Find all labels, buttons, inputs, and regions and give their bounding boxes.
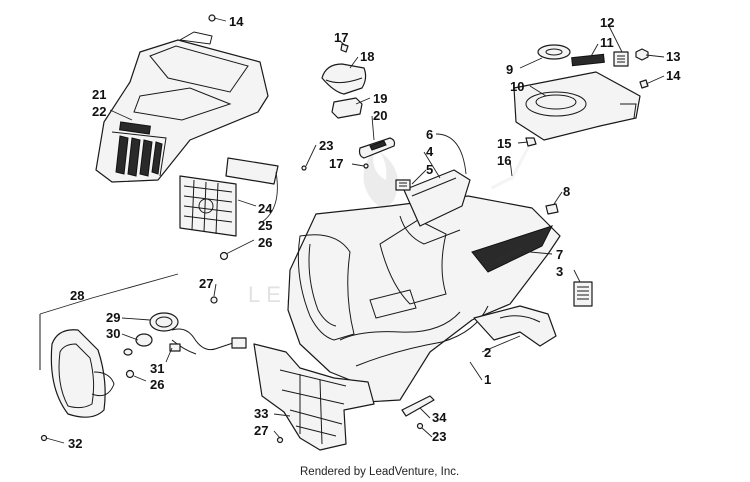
side-fender-part-2[interactable] [473, 305, 557, 347]
callout-22: 22 [92, 104, 106, 119]
callout-2: 2 [484, 345, 491, 360]
callout-23-mid: 23 [319, 138, 333, 153]
callout-6: 6 [426, 127, 433, 142]
callout-14-top: 14 [229, 14, 244, 29]
callouts: 14 17 18 12 11 9 13 14 10 21 22 19 20 6 … [68, 14, 681, 451]
callout-3: 3 [556, 264, 563, 279]
screw-part-23b[interactable] [416, 422, 424, 430]
callout-17-top: 17 [334, 30, 348, 45]
callout-4: 4 [426, 144, 434, 159]
callout-5: 5 [426, 162, 433, 177]
screw-part-17b[interactable] [363, 163, 369, 169]
callout-25: 25 [258, 218, 272, 233]
callout-24: 24 [258, 201, 273, 216]
gasket-ring-part-9[interactable] [537, 44, 571, 60]
screw-part-14b[interactable] [639, 79, 649, 89]
callout-26-mid: 26 [258, 235, 272, 250]
callout-29: 29 [106, 310, 120, 325]
callout-23-low: 23 [432, 429, 446, 444]
bulb-part-30[interactable] [123, 333, 153, 356]
callout-12: 12 [600, 15, 614, 30]
rear-panel-part-10[interactable] [513, 71, 641, 141]
decal-part-3 [573, 281, 593, 307]
screw-part-32[interactable] [40, 434, 48, 442]
switch-panel-part-20[interactable] [358, 137, 396, 159]
leader-lines [39, 17, 665, 444]
callout-10: 10 [510, 79, 524, 94]
screw-part-26a[interactable] [219, 251, 229, 261]
clip-part-8[interactable] [545, 203, 559, 215]
decal-part-5 [395, 179, 411, 191]
callout-27-low: 27 [254, 423, 268, 438]
front-hood-part[interactable] [95, 31, 269, 183]
callout-28: 28 [70, 288, 84, 303]
callout-1: 1 [484, 372, 491, 387]
callout-27-mid: 27 [199, 276, 213, 291]
callout-14-right: 14 [666, 68, 681, 83]
callout-16: 16 [497, 153, 511, 168]
decal-part-12 [613, 51, 629, 67]
callout-11: 11 [600, 35, 614, 50]
callout-20: 20 [373, 108, 387, 123]
callout-26-low: 26 [150, 377, 164, 392]
callout-34: 34 [432, 410, 447, 425]
shield-part-24[interactable] [225, 157, 279, 185]
callout-17-mid: 17 [329, 156, 343, 171]
screw-part-27b[interactable] [276, 436, 284, 444]
callout-7: 7 [556, 247, 563, 262]
callout-15: 15 [497, 136, 511, 151]
front-bumper-part-33[interactable] [253, 343, 375, 451]
callout-33: 33 [254, 406, 268, 421]
screw-part-23a[interactable] [301, 165, 307, 171]
wiring-harness-part-31[interactable] [169, 328, 247, 355]
screw-part-26b[interactable] [125, 369, 135, 379]
nut-part-13[interactable] [635, 48, 649, 61]
screw-part-27a[interactable] [210, 296, 218, 304]
front-fender-body-part[interactable]: ARCTIC CAT [287, 195, 561, 403]
grille-part-25[interactable] [179, 175, 237, 237]
callout-21: 21 [92, 87, 106, 102]
bulb-socket-part-29[interactable] [149, 312, 179, 332]
fuel-cap-part[interactable] [321, 43, 367, 95]
callout-30: 30 [106, 326, 120, 341]
callout-31: 31 [150, 361, 164, 376]
grommet-part-19[interactable] [331, 97, 363, 119]
callout-18: 18 [360, 49, 374, 64]
vent-hose-part-16[interactable] [491, 143, 532, 190]
footer-credit: Rendered by LeadVenture, Inc. [300, 466, 459, 478]
callout-13: 13 [666, 49, 680, 64]
splash-panel-part-4[interactable] [403, 169, 471, 227]
callout-8: 8 [563, 184, 570, 199]
clip-part-15[interactable] [525, 137, 537, 147]
decal-part-11 [571, 53, 605, 67]
headlight-assembly-part-28[interactable] [39, 314, 115, 418]
callout-9: 9 [506, 62, 513, 77]
bracket-part-34[interactable] [401, 395, 435, 417]
callout-19: 19 [373, 91, 387, 106]
callout-32: 32 [68, 436, 82, 451]
